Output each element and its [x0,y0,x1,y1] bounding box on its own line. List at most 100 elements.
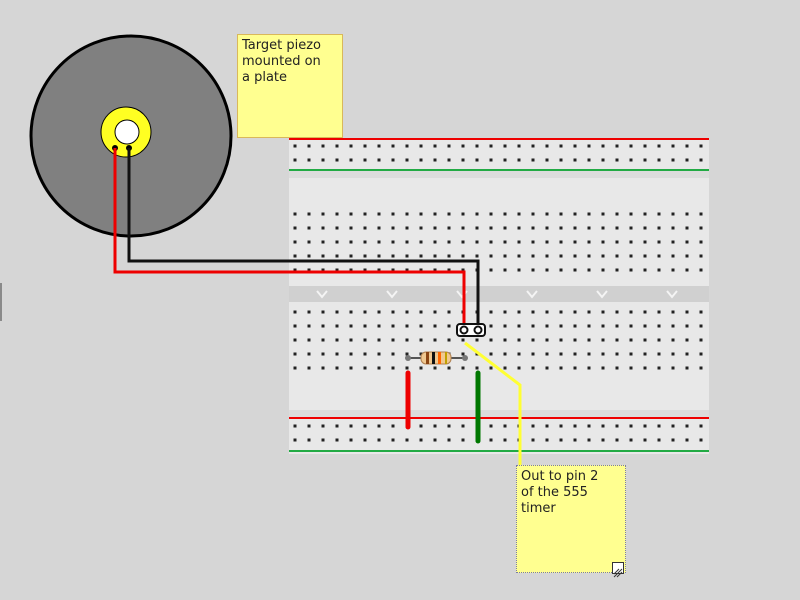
breadboard-hole [601,366,605,370]
breadboard-hole [587,438,591,442]
breadboard-hole [671,366,675,370]
breadboard-hole [657,338,661,342]
breadboard-hole [545,366,549,370]
piezo-note[interactable]: Target piezo mounted on a plate [237,34,343,138]
breadboard-hole [587,366,591,370]
resize-handle-icon[interactable] [612,562,624,578]
breadboard-hole [391,424,395,428]
breadboard-hole [545,324,549,328]
breadboard-hole [545,310,549,314]
breadboard-hole [615,352,619,356]
breadboard-hole [461,212,465,216]
breadboard-hole [643,310,647,314]
breadboard-hole [391,268,395,272]
breadboard-hole [377,226,381,230]
breadboard-hole [657,240,661,244]
breadboard-hole [671,226,675,230]
breadboard-hole [671,158,675,162]
breadboard-hole [391,438,395,442]
breadboard-hole [447,366,451,370]
breadboard-hole [685,366,689,370]
breadboard-hole [657,324,661,328]
breadboard-hole [685,226,689,230]
breadboard-hole [643,268,647,272]
breadboard-hole [601,310,605,314]
breadboard-hole [321,338,325,342]
breadboard-hole [391,254,395,258]
breadboard-hole [447,158,451,162]
breadboard-hole [363,212,367,216]
breadboard-hole [433,338,437,342]
breadboard-hole [559,158,563,162]
breadboard-hole [671,438,675,442]
breadboard-hole [531,310,535,314]
breadboard-hole [699,338,703,342]
center-mark [526,290,538,299]
breadboard-hole [433,240,437,244]
breadboard-hole [433,268,437,272]
breadboard-hole [363,158,367,162]
breadboard-center-marks [316,290,678,299]
breadboard-hole [559,324,563,328]
breadboard-hole [447,240,451,244]
breadboard-hole [349,338,353,342]
breadboard-hole [615,424,619,428]
breadboard-hole [447,310,451,314]
breadboard-hole [699,268,703,272]
breadboard-hole [531,254,535,258]
breadboard-hole [531,366,535,370]
breadboard-hole [321,158,325,162]
breadboard-hole [461,268,465,272]
breadboard-hole [643,240,647,244]
breadboard-hole [503,212,507,216]
breadboard-hole [615,438,619,442]
breadboard-hole [601,352,605,356]
breadboard-hole [363,438,367,442]
breadboard-hole [307,212,311,216]
breadboard-hole [517,268,521,272]
breadboard-hole [573,324,577,328]
two-pin-header[interactable] [456,323,486,337]
breadboard-hole [293,254,297,258]
breadboard-hole [531,212,535,216]
breadboard-hole [433,254,437,258]
breadboard-hole [559,240,563,244]
breadboard-hole [335,424,339,428]
red-wire[interactable] [113,148,466,326]
breadboard-hole [643,324,647,328]
breadboard-hole [503,310,507,314]
breadboard-hole [391,324,395,328]
breadboard-hole [391,366,395,370]
breadboard-hole [629,226,633,230]
breadboard-hole [573,240,577,244]
breadboard-hole [573,366,577,370]
piezo-disc[interactable] [29,34,233,238]
breadboard-hole [447,438,451,442]
breadboard-hole [531,352,535,356]
breadboard-hole [699,424,703,428]
breadboard-hole [293,212,297,216]
breadboard-hole [419,212,423,216]
breadboard-hole [699,352,703,356]
breadboard-hole [335,254,339,258]
center-mark [666,290,678,299]
breadboard-hole [405,158,409,162]
breadboard-hole [517,254,521,258]
breadboard-hole [629,268,633,272]
output-note[interactable]: Out to pin 2 of the 555 timer [516,465,626,573]
breadboard-hole [643,158,647,162]
breadboard-hole [657,226,661,230]
breadboard-hole [405,212,409,216]
breadboard-hole [657,366,661,370]
resistor[interactable] [405,351,468,365]
black-wire[interactable] [127,148,480,326]
breadboard-hole [447,144,451,148]
breadboard-hole [629,424,633,428]
breadboard-hole [349,268,353,272]
breadboard-hole [685,438,689,442]
breadboard-hole [699,324,703,328]
breadboard-hole [629,310,633,314]
breadboard-hole [321,254,325,258]
center-mark [386,290,398,299]
breadboard-hole [587,212,591,216]
